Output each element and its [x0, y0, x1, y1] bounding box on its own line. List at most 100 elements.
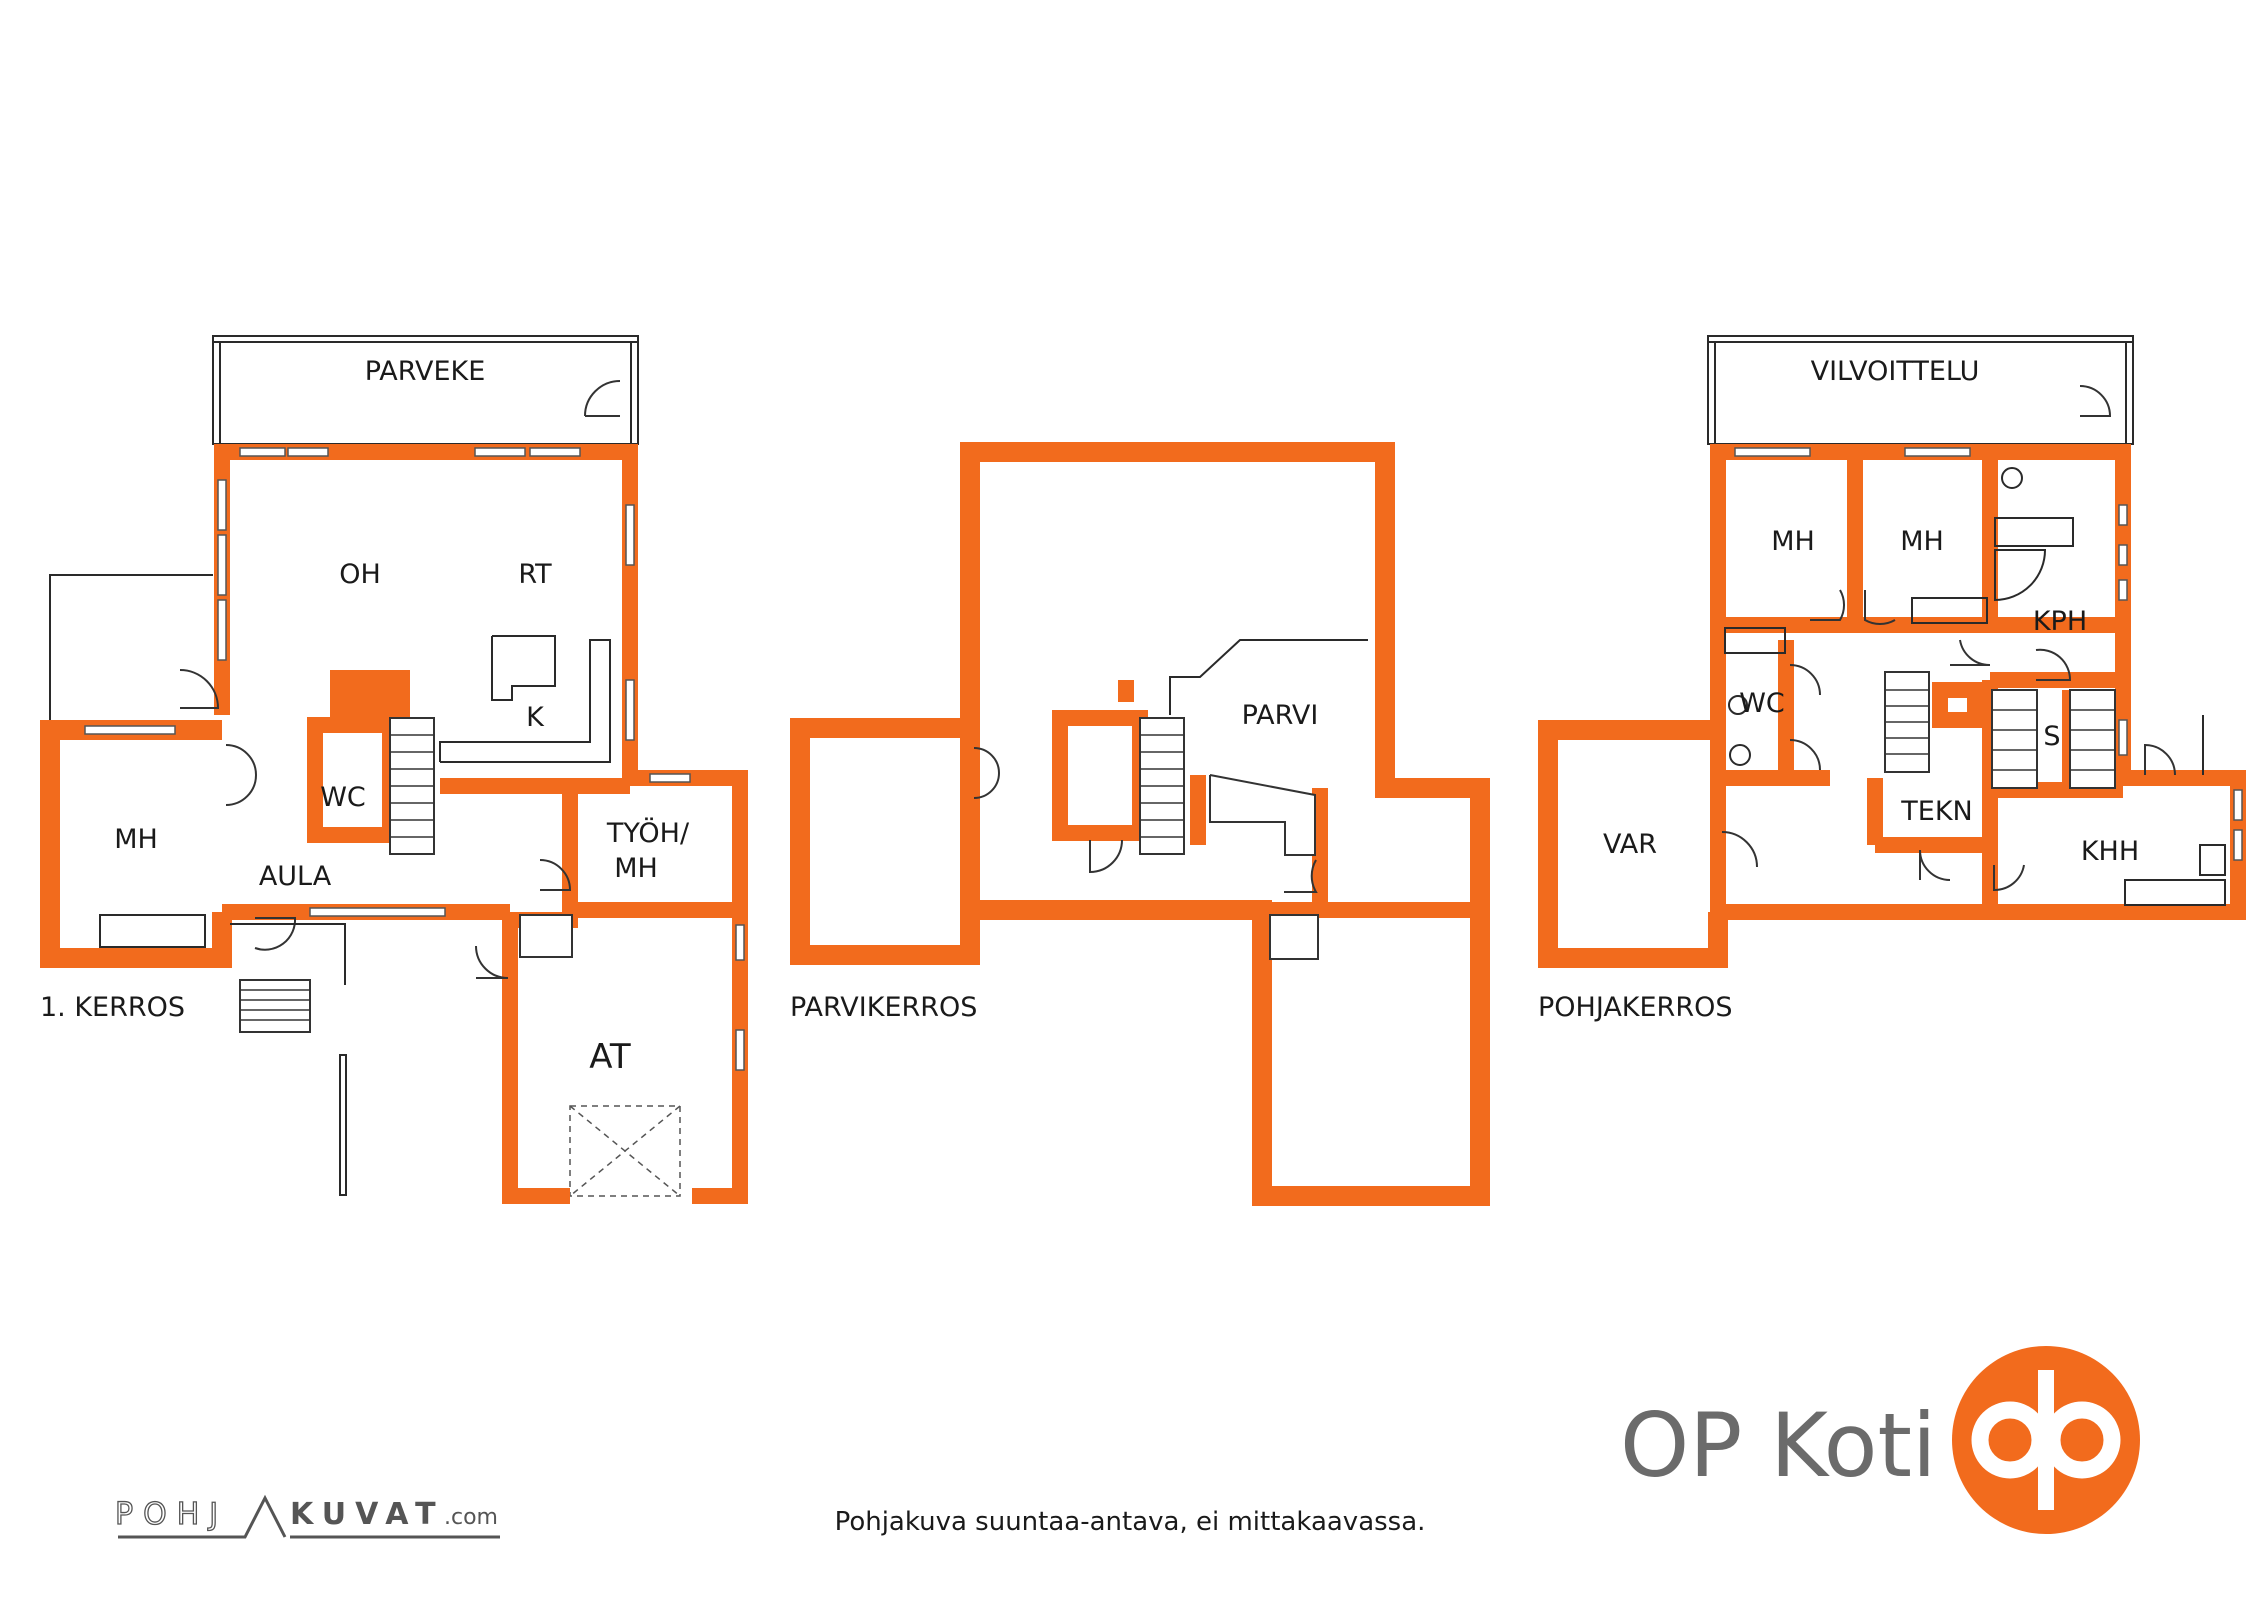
door-swing-icon — [2035, 648, 2072, 681]
attic-stair-gate — [1190, 775, 1206, 845]
door-swing-icon — [1950, 639, 1991, 667]
attic-floor-plan: PARVI PARVIKERROS — [790, 442, 1490, 1206]
bathtub — [1994, 517, 2074, 547]
room-label-oh: OH — [339, 559, 381, 590]
sauna-bench-2 — [2069, 689, 2116, 789]
sauna-bench — [1991, 689, 2038, 789]
garage-steps — [519, 914, 573, 958]
window-icon — [2118, 719, 2128, 756]
window-icon — [2233, 789, 2243, 821]
door-swing-icon — [973, 747, 1000, 799]
door-swing-icon — [179, 669, 220, 709]
window-icon — [217, 479, 227, 531]
sofa — [491, 635, 556, 701]
door-swing-icon — [225, 744, 257, 806]
room-label-aula: AULA — [259, 861, 332, 892]
terrace-outline-basement — [1707, 335, 2134, 445]
room-label-rt: RT — [518, 559, 552, 590]
floor-caption-basement: POHJAKERROS — [1538, 992, 1732, 1023]
room-label-kph: KPH — [2033, 606, 2087, 637]
door-swing-icon — [2144, 743, 2176, 776]
door-swing-icon — [1089, 839, 1123, 874]
balcony-outline — [212, 335, 639, 445]
window-icon — [2118, 544, 2128, 566]
door-swing-icon — [1789, 664, 1821, 696]
room-label-wc: WC — [320, 782, 366, 813]
window-icon — [474, 447, 526, 457]
door-swing-icon — [1864, 590, 1896, 625]
laundry-counter — [2124, 879, 2226, 906]
first-floor-plan: PARVEKE OH RT K WC MH AULA TYÖH/ MH AT 1… — [40, 335, 748, 1204]
window-icon — [625, 679, 635, 741]
window-icon — [217, 534, 227, 596]
entrance-platform — [230, 923, 346, 985]
watermark-arch — [118, 1494, 287, 1539]
tekn-box — [1932, 682, 1983, 728]
var-wall — [1538, 720, 1728, 968]
window-icon — [287, 447, 329, 457]
window-icon — [1904, 447, 1971, 457]
room-label-var: VAR — [1603, 829, 1657, 860]
room-label-vilvoittelu: VILVOITTELU — [1811, 356, 1980, 387]
room-label-parvi: PARVI — [1242, 700, 1319, 731]
floor-caption-first: 1. KERROS — [40, 992, 185, 1023]
room-label-tekn: TEKN — [1900, 796, 1972, 827]
room-label-tyoh-mh: MH — [614, 853, 658, 884]
attic-left-wall — [790, 718, 980, 965]
wardrobe — [1724, 627, 1786, 654]
door-swing-icon — [1721, 831, 1758, 868]
window-icon — [529, 447, 581, 457]
room-label-khh: KHH — [2081, 836, 2139, 867]
stairs-icon — [1140, 734, 1184, 838]
attic-lower-stairs — [1269, 914, 1319, 960]
window-icon — [1734, 447, 1811, 457]
window-icon — [2233, 829, 2243, 861]
door-swing-icon — [1284, 859, 1318, 893]
stairs-icon — [1992, 709, 2115, 771]
watermark-logo: POHJ KUVAT .com — [114, 1494, 500, 1539]
window-icon — [2118, 579, 2128, 601]
garage-door-diag2 — [569, 1105, 681, 1197]
door-swing-icon — [584, 380, 621, 417]
watermark-right-text: KUVAT — [290, 1497, 445, 1532]
room-label-tyoh: TYÖH/ — [606, 817, 690, 849]
door-swing-icon — [1810, 589, 1845, 621]
door-swing-icon — [539, 859, 572, 891]
toilet-icon — [1729, 744, 1751, 766]
stairs-icon — [1885, 689, 1929, 755]
door-swing-icon — [254, 917, 297, 951]
room-label-mh: MH — [114, 824, 158, 855]
basement-floor-plan: VILVOITTELU MH MH KPH WC S TEKN VAR KHH … — [1538, 335, 2246, 1023]
room-label-s: S — [2043, 721, 2060, 752]
stairs-icon — [240, 989, 310, 1021]
terrace-outline — [49, 574, 213, 722]
door-swing-icon — [1789, 739, 1821, 771]
room-label-wc: WC — [1739, 688, 1785, 719]
garage-door — [569, 1105, 681, 1197]
window-icon — [625, 504, 635, 566]
window-icon — [239, 447, 286, 457]
watermark-left-text: POHJ — [115, 1497, 228, 1532]
wardrobe — [99, 914, 206, 948]
attic-storage — [1052, 710, 1148, 841]
disclaimer-text: Pohjakuva suuntaa-antava, ei mittakaavas… — [835, 1507, 1426, 1537]
entrance-stairs — [239, 979, 311, 1033]
room-label-k: K — [526, 702, 545, 733]
attic-main-wall — [960, 442, 1490, 1206]
basement-outer-wall — [1710, 444, 2246, 920]
wc-wall — [307, 717, 398, 843]
door-swing-icon — [475, 945, 509, 979]
room-label-parveke: PARVEKE — [365, 356, 486, 387]
loft-rail — [1169, 639, 1368, 715]
door-swing-icon — [1919, 849, 1951, 881]
wardrobe — [1911, 597, 1988, 624]
sink-icon — [2199, 844, 2226, 876]
op-logo-icon — [1952, 1346, 2140, 1534]
toilet-icon — [2001, 467, 2023, 489]
room-label-at: AT — [589, 1037, 631, 1077]
chimney — [1118, 680, 1134, 702]
window-icon — [735, 924, 745, 961]
room-label-mh-1: MH — [1771, 526, 1815, 557]
stairs-icon — [390, 734, 434, 838]
